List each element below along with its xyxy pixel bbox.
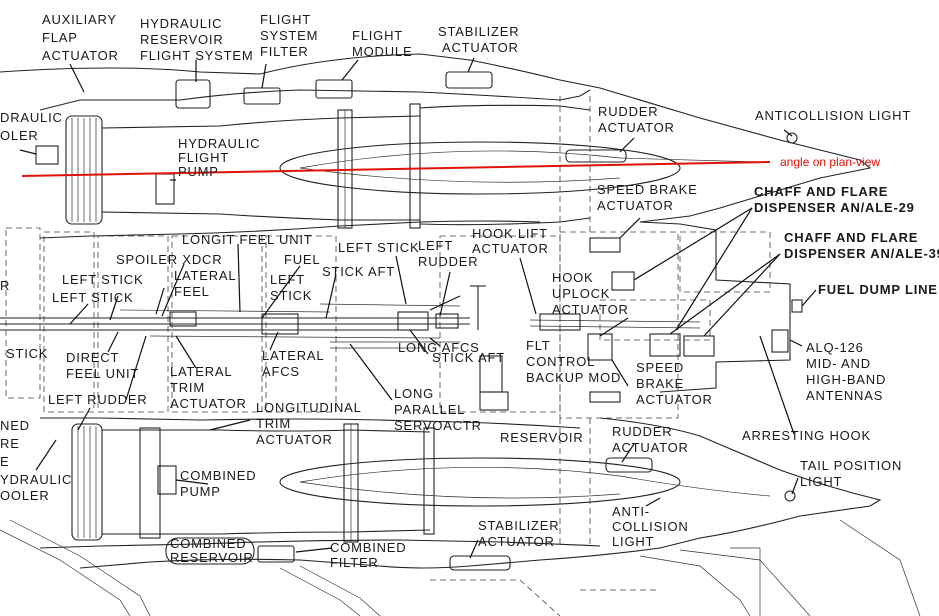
leader-lines — [19, 57, 817, 559]
label-stick-aft-right: STICK AFT — [432, 350, 505, 365]
label-fuel: FUEL — [284, 252, 320, 267]
hydraulic-pump-shape — [155, 173, 175, 205]
bottom-engine — [71, 423, 771, 543]
lower-structure — [0, 519, 921, 616]
stabilizer-actuator-shape — [445, 71, 493, 89]
speed-brake-top-shape — [589, 237, 621, 253]
plan-view-angle-line — [21, 161, 771, 177]
label-auxiliary: AUXILIARY — [42, 12, 117, 27]
anticollision-light-shape — [786, 132, 798, 144]
label-left-stick-top: LEFT STICK — [338, 240, 419, 255]
rudder-actuator-top-shape — [565, 149, 627, 163]
combined-filter-shape — [257, 545, 295, 563]
components — [35, 71, 798, 571]
fuselage-outline — [0, 53, 882, 569]
label-left-stick-a: LEFT STICK — [62, 272, 143, 287]
label-long-afcs: LONG AFCS — [398, 340, 480, 355]
hydraulic-reservoir-shape — [175, 79, 211, 109]
combined-reservoir-shape — [165, 537, 255, 565]
flight-module-shape — [315, 79, 353, 99]
plan-view-angle-label: angle on plan-view — [780, 155, 880, 169]
label-r-left-edge: R — [0, 278, 10, 293]
label-stick-left-edge: STICK — [6, 346, 48, 361]
label-arresting-hook: ARRESTING HOOK — [742, 428, 871, 443]
hydraulic-cooler-shape — [35, 145, 59, 165]
label-left-stick-b: LEFT STICK — [52, 290, 133, 305]
label-left-rudder-bottom: LEFT RUDDER — [48, 392, 148, 407]
label-stick-aft-top: STICK AFT — [322, 264, 395, 279]
combined-pump-shape — [157, 465, 177, 495]
dashed-panels — [5, 96, 771, 548]
tail-light-shape — [784, 490, 796, 502]
label-spoiler-xdcr: SPOILER XDCR — [116, 252, 222, 267]
stabilizer-actuator-bottom-shape — [449, 555, 511, 571]
rudder-actuator-bottom-shape — [605, 457, 653, 473]
flight-system-filter-shape — [243, 87, 281, 105]
label-reservoir: RESERVOIR — [500, 430, 584, 445]
label-anticollision-light: ANTICOLLISION LIGHT — [755, 108, 911, 123]
label-fuel-dump-line: FUEL DUMP LINE — [818, 282, 938, 297]
label-longit-feel-unit: LONGIT FEEL UNIT — [182, 232, 313, 247]
speed-brake-bottom-shape — [589, 391, 621, 403]
control-rods — [0, 271, 803, 411]
